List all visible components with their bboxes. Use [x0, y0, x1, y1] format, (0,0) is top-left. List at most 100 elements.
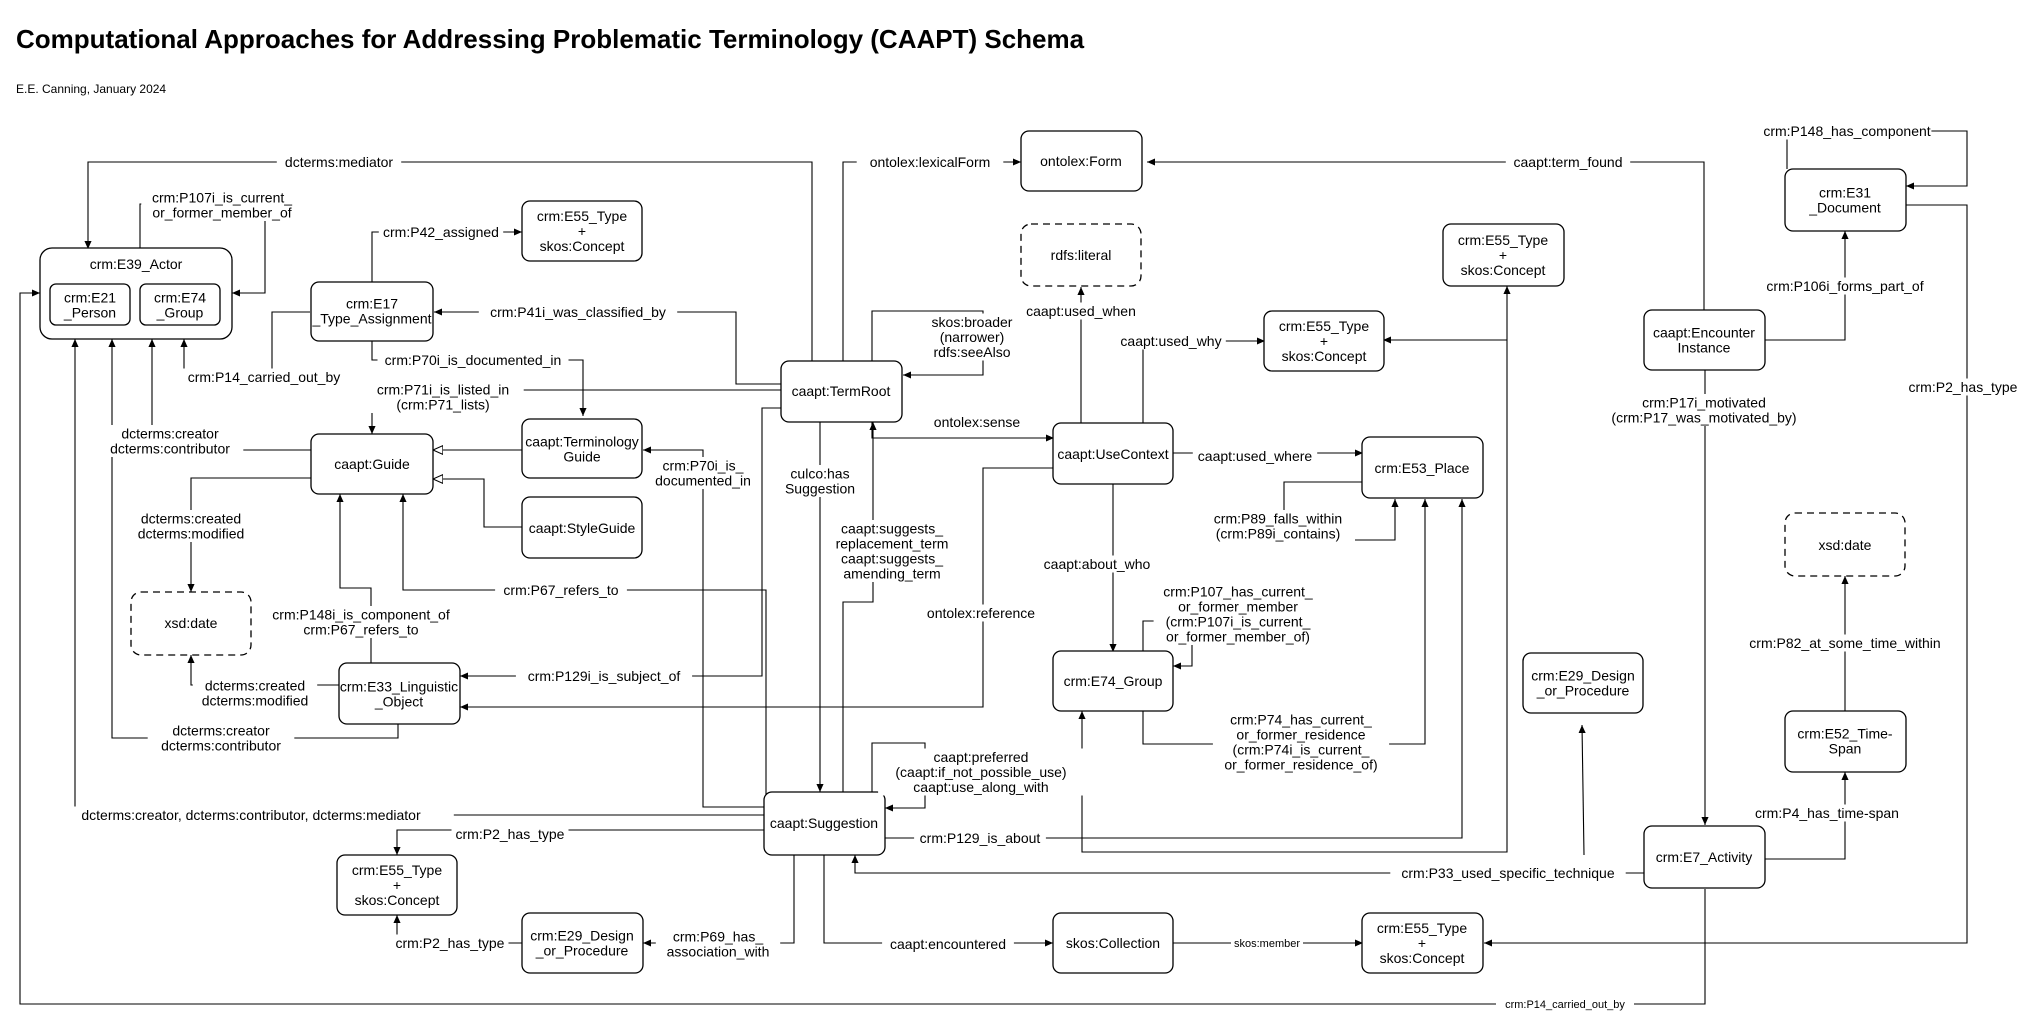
label-type-concept-right-top: crm:E55_Type+skos:Concept [1458, 232, 1548, 278]
label-actor: crm:E39_Actor [90, 256, 183, 272]
svg-text:crm:P82_at_some_time_within: crm:P82_at_some_time_within [1749, 635, 1940, 651]
edge-style-guide-subclass [433, 479, 522, 528]
label-form: ontolex:Form [1040, 153, 1122, 169]
edge-label-creator-contributor-mediator: dcterms:creator, dcterms:contributor, dc… [48, 806, 454, 824]
label-term-root: caapt:TermRoot [792, 383, 891, 399]
svg-text:crm:P71i_is_listed_in(crm:P71_: crm:P71i_is_listed_in(crm:P71_lists) [377, 382, 509, 413]
node-type-concept-right-top [1442, 223, 1565, 287]
edge-encountered [823, 855, 1053, 947]
edge-dcterms-mediator [84, 161, 813, 385]
node-linguistic-object [338, 662, 461, 725]
node-document [1784, 168, 1907, 232]
edge-label-used-where: caapt:used_where [1192, 447, 1318, 465]
edge-label-p17i-motivated: crm:P17i_motivated(crm:P17_was_motivated… [1604, 394, 1804, 426]
edge-label-p82-at-some-time: crm:P82_at_some_time_within [1742, 634, 1948, 652]
svg-text:caapt:UseContext: caapt:UseContext [1057, 446, 1168, 462]
label-type-concept-why: crm:E55_Type+skos:Concept [1279, 318, 1369, 364]
edge-label-used-why: caapt:used_why [1116, 332, 1226, 350]
svg-text:crm:P2_has_type: crm:P2_has_type [456, 826, 565, 842]
edge-created-modified-guide [187, 477, 340, 592]
svg-text:crm:P42_assigned: crm:P42_assigned [383, 224, 499, 240]
label-collection: skos:Collection [1066, 935, 1160, 951]
svg-text:crm:E29_Design_or_Procedure: crm:E29_Design_or_Procedure [530, 928, 634, 959]
node-terminology-guide [521, 418, 643, 479]
svg-text:caapt:encountered: caapt:encountered [890, 936, 1006, 952]
svg-text:ontolex:reference: ontolex:reference [927, 605, 1035, 621]
node-type-concept-member [1361, 912, 1484, 974]
edge-label-lexical-form: ontolex:lexicalForm [856, 153, 1004, 171]
edge-label-used-when: caapt:used_when [1022, 302, 1140, 320]
svg-text:crm:E55_Type+skos:Concept: crm:E55_Type+skos:Concept [537, 208, 627, 254]
label-group: crm:E74_Group [1064, 673, 1163, 689]
edge-label-p2-has-type-design: crm:P2_has_type [391, 934, 509, 952]
svg-text:caapt:used_when: caapt:used_when [1026, 303, 1136, 319]
edge-label-about-who: caapt:about_who [1038, 555, 1156, 573]
edge-p2-has-type-document [1484, 204, 1968, 947]
svg-text:xsd:date: xsd:date [165, 615, 218, 631]
edge-label-dcterms-mediator: dcterms:mediator [276, 153, 402, 171]
svg-text:crm:P33_used_specific_techniqu: crm:P33_used_specific_technique [1401, 865, 1614, 881]
label-activity: crm:E7_Activity [1656, 849, 1752, 865]
edge-label-p69-association: crm:P69_has_association_with [655, 928, 781, 960]
svg-text:caapt:Guide: caapt:Guide [334, 456, 410, 472]
edge-label-p14-carried-out-by-left: crm:P14_carried_out_by [179, 368, 349, 386]
labels: crm:E39_Actorcrm:E21_Personcrm:E74_Group… [48, 122, 2022, 1011]
node-type-assignment [310, 281, 434, 342]
edge-label-broader-narrower: skos:broader(narrower)rdfs:seeAlso [924, 313, 1020, 361]
edge-label-p67-refers-to: crm:P67_refers_to [495, 581, 627, 599]
edge-label-p42-assigned: crm:P42_assigned [378, 223, 504, 241]
svg-text:crm:P107i_is_current_or_former: crm:P107i_is_current_or_former_member_of [152, 190, 292, 221]
node-guide [310, 433, 434, 495]
node-activity [1643, 825, 1766, 889]
label-group-inner: crm:E74_Group [154, 290, 206, 321]
svg-text:crm:E29_Design_or_Procedure: crm:E29_Design_or_Procedure [1531, 668, 1635, 699]
svg-text:caapt:TermRoot: caapt:TermRoot [792, 383, 891, 399]
svg-text:crm:P107_has_current_or_former: crm:P107_has_current_or_former_member(cr… [1163, 584, 1313, 645]
edge-p41i-classified-by [434, 308, 781, 385]
edge-label-p129-is-about: crm:P129_is_about [914, 829, 1046, 847]
label-rdfs-literal: rdfs:literal [1051, 247, 1112, 263]
svg-text:crm:E7_Activity: crm:E7_Activity [1656, 849, 1752, 865]
svg-text:caapt:used_where: caapt:used_where [1198, 448, 1313, 464]
label-use-context: caapt:UseContext [1057, 446, 1168, 462]
edge-used-why [1142, 337, 1265, 424]
svg-text:ontolex:lexicalForm: ontolex:lexicalForm [870, 154, 991, 170]
node-design-procedure-right [1522, 652, 1644, 714]
svg-text:crm:P106i_forms_part_of: crm:P106i_forms_part_of [1766, 278, 1923, 294]
edge-label-p70i-documented-in-top: crm:P70i_is_documented_in [377, 351, 569, 369]
edge-label-term-found: caapt:term_found [1505, 153, 1631, 171]
label-guide: caapt:Guide [334, 456, 410, 472]
svg-text:rdfs:literal: rdfs:literal [1051, 247, 1112, 263]
node-place [1361, 436, 1484, 499]
svg-text:caapt:suggests_replacement_ter: caapt:suggests_replacement_termcaapt:sug… [836, 521, 949, 582]
svg-text:crm:P89_falls_within(crm:P89i_: crm:P89_falls_within(crm:P89i_contains) [1214, 511, 1342, 542]
edge-p148-has-component [1786, 130, 1968, 190]
node-xsd-date-left [130, 591, 252, 656]
edge-label-p41i-classified-by: crm:P41i_was_classified_by [478, 303, 678, 321]
edge-label-p2-has-type-document: crm:P2_has_type [1904, 378, 2022, 396]
node-use-context [1052, 422, 1174, 485]
label-type-concept-top: crm:E55_Type+skos:Concept [537, 208, 627, 254]
svg-text:crm:P129_is_about: crm:P129_is_about [920, 830, 1041, 846]
edge-label-encountered: caapt:encountered [882, 935, 1014, 953]
edge-suggests-replacement [842, 422, 877, 792]
nodes [39, 130, 1907, 974]
svg-text:ontolex:sense: ontolex:sense [934, 414, 1021, 430]
edge-p2-has-type-suggestion [393, 829, 766, 855]
label-place: crm:E53_Place [1375, 460, 1470, 476]
edge-label-ontolex-reference: ontolex:reference [915, 604, 1047, 622]
label-xsd-date-left: xsd:date [165, 615, 218, 631]
svg-text:crm:P14_carried_out_by: crm:P14_carried_out_by [188, 369, 341, 385]
